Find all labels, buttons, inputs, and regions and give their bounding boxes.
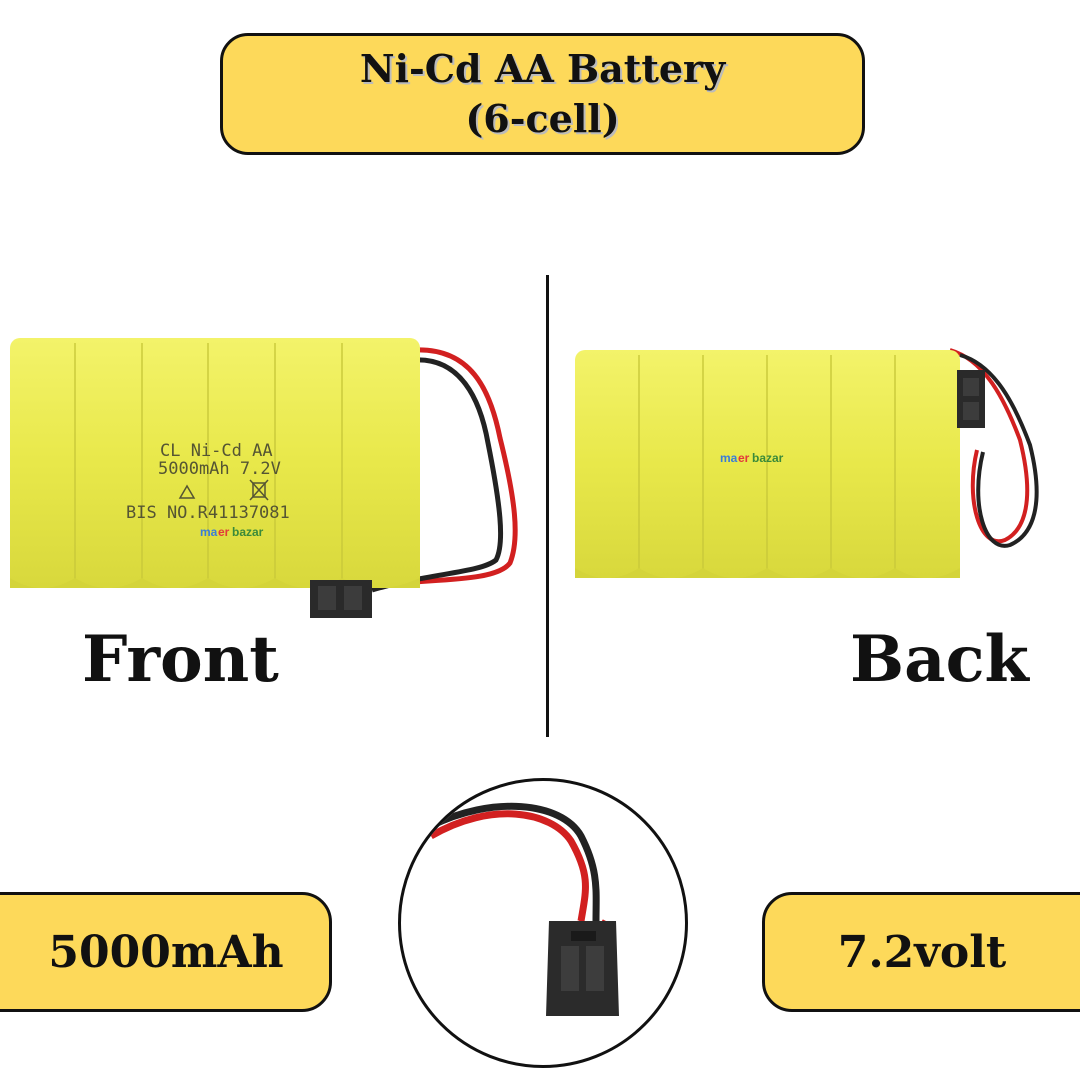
title-line-2: (6-cell) bbox=[465, 96, 620, 141]
battery-print-line-3: BIS NO.R41137081 bbox=[126, 503, 290, 523]
svg-text:ma: ma bbox=[720, 451, 738, 465]
recycle-icon bbox=[178, 484, 196, 499]
battery-front-image: CL Ni-Cd AA 5000mAh 7.2V BIS NO.R4113708… bbox=[10, 338, 518, 618]
battery-print-line-1: CL Ni-Cd AA bbox=[160, 441, 273, 461]
capacity-text: 5000mAh bbox=[48, 926, 284, 978]
brand-logo-front: ma er bazar bbox=[200, 525, 264, 539]
svg-text:er: er bbox=[218, 525, 230, 539]
brand-logo-back: ma er bazar bbox=[720, 451, 784, 465]
back-label: Back bbox=[850, 622, 1029, 697]
center-divider bbox=[546, 275, 549, 737]
svg-text:bazar: bazar bbox=[232, 525, 264, 539]
svg-text:er: er bbox=[738, 451, 750, 465]
title-banner: Ni-Cd AA Battery (6-cell) bbox=[220, 33, 865, 155]
voltage-text: 7.2volt bbox=[837, 926, 1007, 978]
jst-connector bbox=[310, 580, 372, 618]
battery-back-image: ma er bazar bbox=[575, 348, 1039, 578]
title-line-1: Ni-Cd AA Battery bbox=[359, 46, 726, 91]
crossed-bin-icon bbox=[249, 479, 269, 501]
voltage-badge: 7.2volt bbox=[762, 892, 1080, 1012]
svg-text:ma: ma bbox=[200, 525, 218, 539]
jst-connector-back bbox=[957, 370, 985, 428]
connector-closeup bbox=[398, 778, 688, 1068]
battery-print-line-2: 5000mAh 7.2V bbox=[158, 459, 281, 479]
connector-closeup-icon bbox=[546, 921, 619, 1016]
front-label: Front bbox=[82, 622, 279, 697]
svg-text:bazar: bazar bbox=[752, 451, 784, 465]
capacity-badge: 5000mAh bbox=[0, 892, 332, 1012]
